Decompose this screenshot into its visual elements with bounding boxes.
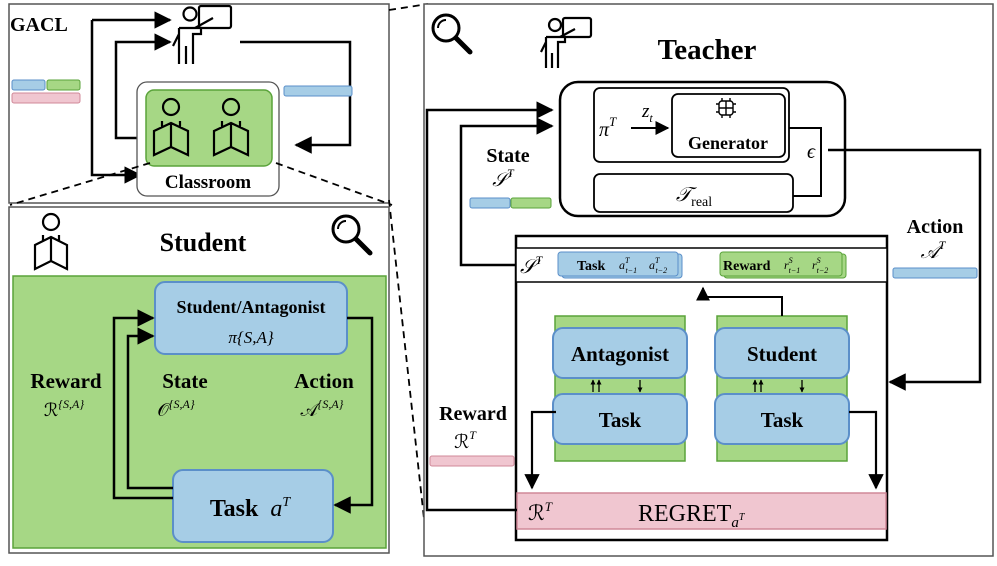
teacher-reward-label: Reward: [439, 403, 507, 425]
antagonist-box: [552, 327, 688, 379]
student-reward-arrow: [849, 410, 884, 490]
student-reward-label: Reward: [30, 369, 101, 393]
classroom-label: Classroom: [165, 172, 251, 193]
action-bar: [892, 267, 978, 279]
reward-bar: [11, 92, 81, 104]
student-icon: [212, 97, 250, 157]
state-bar-green: [46, 79, 81, 91]
student-antagonist-label: Student/Antagonist: [176, 297, 325, 317]
reward-history-chip: [719, 251, 843, 277]
teacher-state-label: State: [486, 145, 529, 167]
reward-history-label: Reward: [723, 259, 771, 274]
student-box: [714, 327, 850, 379]
regret-bar: [516, 492, 887, 530]
zoom-line: [388, 199, 429, 556]
student-state-symbol: 𝒪{S,A}: [157, 397, 194, 420]
student-task-box: [714, 393, 850, 445]
teacher-reward-symbol: ℛT: [454, 428, 477, 453]
zoom-line: [275, 162, 393, 206]
action-arrow: [333, 316, 374, 514]
history-arrow: [696, 286, 783, 316]
antagonist-task-label: Task: [599, 408, 642, 432]
student-reward-symbol: ℛ{S,A}: [44, 397, 85, 420]
zoom-line: [9, 162, 151, 206]
student-action-symbol: 𝒜{S,A}: [301, 397, 344, 420]
teacher-panel-title: Teacher: [658, 34, 757, 66]
regret-text: REGRETaT: [638, 501, 746, 531]
teacher-panel: Teacher Generator πT zt ϵ 𝒯real State 𝒮T…: [423, 3, 994, 557]
regret-symbol: ℛT: [528, 499, 553, 525]
student-task-label: Task: [761, 408, 804, 432]
teacher-policy-symbol: πT: [599, 114, 617, 141]
generator-box: [671, 93, 786, 158]
student-panel-title: Student: [160, 228, 247, 257]
student-policy-symbol: π{S,A}: [228, 328, 273, 347]
generator-label: Generator: [688, 133, 768, 153]
teacher-icon: [172, 4, 233, 64]
real-tasks-box: [593, 173, 794, 213]
action-bar: [283, 85, 353, 97]
state-bar-blue: [469, 197, 511, 209]
state-bar-blue: [11, 79, 46, 91]
brain-chip-icon: [716, 98, 736, 118]
state-bar-green: [510, 197, 552, 209]
student-state-label: State: [162, 369, 208, 393]
teacher-reward-arrow: [425, 101, 554, 512]
teacher-icon: [540, 16, 593, 68]
student-action-label: Action: [294, 369, 354, 393]
teacher-state-arrow: [459, 117, 554, 267]
magnifier-icon: [331, 214, 373, 256]
generator-link: [789, 127, 822, 197]
task-history-label: Task: [577, 259, 606, 274]
classroom-students-area: [145, 89, 273, 167]
latent-symbol: zt: [641, 101, 653, 125]
zoom-line: [388, 3, 429, 11]
antagonist-task-box: [552, 393, 688, 445]
antagonist-label: Antagonist: [571, 342, 669, 366]
reward-bar: [429, 455, 515, 467]
reward-arrow: [112, 309, 173, 500]
noise-symbol: ϵ: [807, 141, 816, 163]
task-history-chip: [557, 251, 679, 277]
gacl-panel: GACL Classroom: [8, 3, 390, 204]
antagonist-reward-arrow: [524, 410, 556, 490]
inner-arrows: [590, 379, 805, 393]
teacher-action-arrow: [828, 148, 982, 391]
student-label: Student: [747, 342, 817, 366]
student-icon: [33, 212, 69, 271]
task-box: [172, 469, 334, 543]
student-icon: [152, 97, 190, 157]
teacher-action-label: Action: [907, 216, 964, 238]
state-arrow: [126, 327, 173, 490]
gacl-title: GACL: [10, 14, 68, 36]
magnifier-icon: [431, 13, 473, 55]
